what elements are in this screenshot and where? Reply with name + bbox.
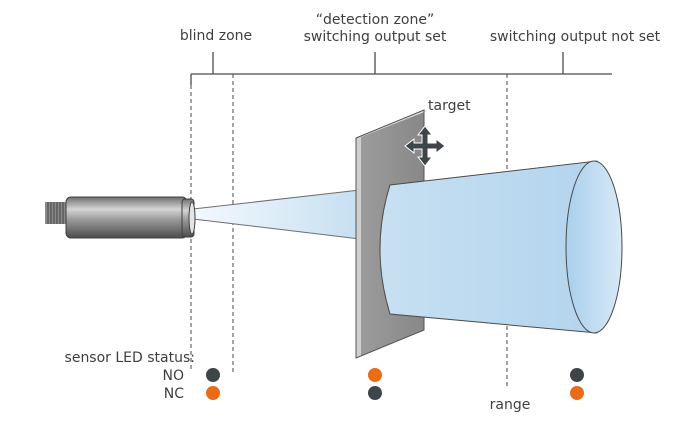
sensing-beam-near: [193, 190, 360, 239]
four-way-arrow-icon: [404, 125, 446, 167]
switching-output-not-set-label: switching output not set: [490, 29, 661, 45]
sensor-led-status-label: sensor LED status:: [65, 350, 195, 366]
no-label: NO: [163, 368, 185, 384]
led-indicators: [206, 368, 584, 400]
range-label: range: [490, 397, 531, 413]
led-nc-blind-zone: [206, 386, 220, 400]
detection-zone-label: “detection zone”: [316, 12, 434, 28]
led-no-not-set-zone: [570, 368, 584, 382]
led-nc-detection-zone: [368, 386, 382, 400]
cylindrical-sensor-icon: [45, 196, 196, 239]
sensing-cone: [379, 160, 623, 334]
target-label: target: [428, 98, 471, 114]
blind-zone-label: blind zone: [180, 28, 252, 44]
nc-label: NC: [164, 386, 184, 402]
led-no-detection-zone: [368, 368, 382, 382]
led-no-blind-zone: [206, 368, 220, 382]
zone-bracket: [190, 52, 612, 85]
switching-output-set-label: switching output set: [304, 29, 447, 45]
led-nc-not-set-zone: [570, 386, 584, 400]
